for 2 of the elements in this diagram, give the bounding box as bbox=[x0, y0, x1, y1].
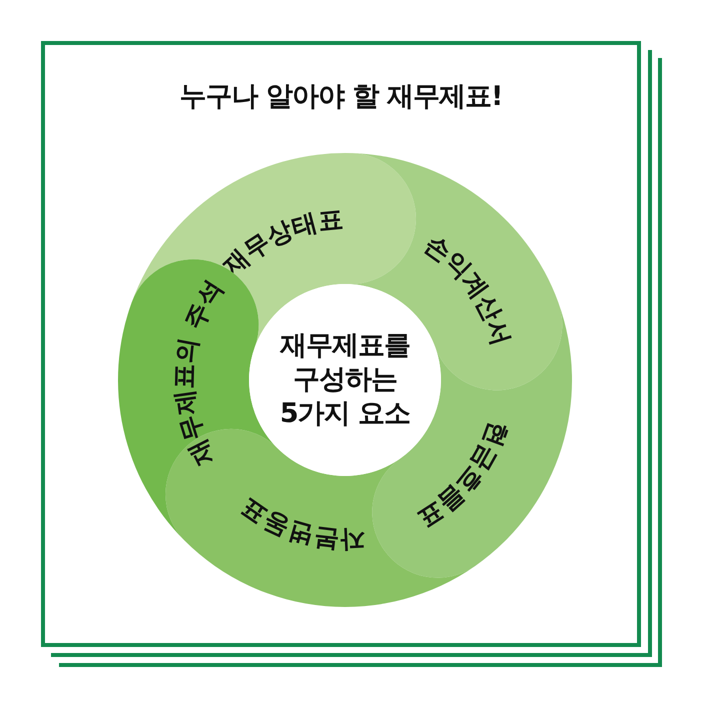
title: 누구나 알아야 할 재무제표! bbox=[180, 80, 502, 114]
center-label: 재무제표를 구성하는 5가지 요소 bbox=[278, 329, 412, 431]
